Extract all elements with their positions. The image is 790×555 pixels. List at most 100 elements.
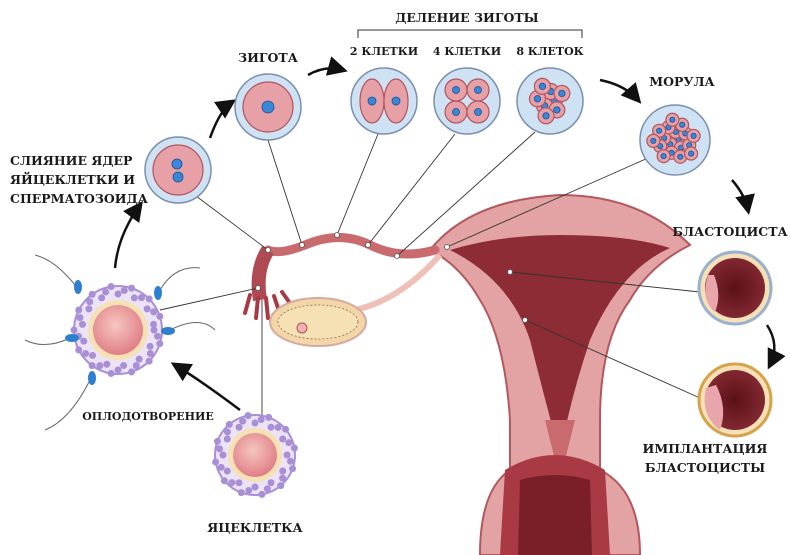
cell-blob xyxy=(128,368,136,376)
cell-blob xyxy=(146,350,154,358)
cell-blob xyxy=(150,320,158,328)
cell-blob xyxy=(146,342,154,350)
cell-blob xyxy=(679,121,686,128)
pointer-lines xyxy=(159,131,701,420)
label-implantation-2: БЛАСТОЦИСТЫ xyxy=(645,460,765,475)
ovary xyxy=(269,253,443,347)
cell-blob xyxy=(212,458,220,466)
cell-blob xyxy=(274,423,282,431)
cell-blob xyxy=(660,153,667,160)
cell-blob xyxy=(265,413,273,421)
fusion-cell xyxy=(144,136,212,204)
cell-blob xyxy=(120,362,128,370)
egg-cell xyxy=(212,412,298,498)
cell-blob xyxy=(143,305,151,313)
division-bracket xyxy=(357,29,583,38)
label-blastocyst: БЛАСТОЦИСТА xyxy=(672,224,788,239)
cell-blob xyxy=(217,463,225,471)
cell-blob xyxy=(237,489,245,497)
cell-blob xyxy=(107,369,115,377)
label-fusion-1: СЛИЯНИЕ ЯДЕР xyxy=(10,153,133,168)
cell-blob xyxy=(145,357,153,365)
cell-blob xyxy=(150,326,158,334)
label-fusion-3: СПЕРМАТОЗОИДА xyxy=(10,191,149,206)
cell-blob xyxy=(285,439,293,447)
cell-blob xyxy=(103,360,111,368)
cell-blob xyxy=(258,490,266,498)
label-zygote-division: ДЕЛЕНИЕ ЗИГОТЫ xyxy=(395,10,538,25)
implanting-blastocyst xyxy=(697,362,773,438)
cell-blob xyxy=(80,337,88,345)
cell-blob xyxy=(75,346,83,354)
fertilized-egg-with-sperm xyxy=(24,254,216,431)
cell-blob xyxy=(85,305,93,313)
cell-blob xyxy=(138,294,146,302)
cell-blob xyxy=(78,320,86,328)
cell-blob xyxy=(145,295,153,303)
cell-blob xyxy=(263,485,271,493)
cell-blob xyxy=(286,457,294,465)
cell-blob xyxy=(156,340,164,348)
blastocyst xyxy=(697,250,773,326)
cell-blob xyxy=(130,294,138,302)
cell-blob xyxy=(89,351,97,359)
label-fusion-2: ЯЙЦЕКЛЕТКИ И xyxy=(10,171,135,187)
cell-blob xyxy=(86,298,94,306)
cell-blob xyxy=(245,486,253,494)
zygote-cell xyxy=(234,73,302,141)
cell-blob xyxy=(225,420,233,428)
cell-blob xyxy=(538,82,547,90)
cell-blob xyxy=(690,132,697,139)
cell-blob xyxy=(656,127,663,134)
cell-blob xyxy=(283,451,291,459)
cell-blob xyxy=(128,284,136,292)
cell-blob xyxy=(279,467,287,475)
cell-blob xyxy=(135,355,143,363)
cell-blob xyxy=(76,314,84,322)
cell-blob xyxy=(239,417,247,425)
four-cell-stage xyxy=(433,67,501,135)
cell-blob xyxy=(102,288,110,296)
cell-blob xyxy=(244,412,252,420)
cell-blob xyxy=(132,362,140,370)
cell-blob xyxy=(251,419,259,427)
cell-blob xyxy=(542,112,550,120)
label-morula: МОРУЛА xyxy=(649,74,715,89)
label-zygote: ЗИГОТА xyxy=(238,50,299,65)
cell-blob xyxy=(235,479,243,487)
cell-blob xyxy=(290,444,298,452)
cell-blob xyxy=(669,116,676,123)
cell-blob xyxy=(553,106,561,114)
cell-blob xyxy=(114,290,122,298)
morula-cell xyxy=(639,104,711,176)
two-cell-stage xyxy=(350,67,418,135)
cell-blob xyxy=(267,423,275,431)
cell-blob xyxy=(223,435,231,443)
cell-blob xyxy=(688,150,695,157)
cell-blob xyxy=(289,465,297,473)
cell-blob xyxy=(120,286,128,294)
cell-blob xyxy=(282,425,290,433)
cell-blob xyxy=(257,416,265,424)
cell-blob xyxy=(223,428,231,436)
cell-blob xyxy=(558,89,566,98)
eight-cell-stage xyxy=(516,67,584,135)
cell-blob xyxy=(279,435,287,443)
uterus xyxy=(428,193,692,555)
cell-blob xyxy=(98,294,106,302)
cell-blob xyxy=(96,362,104,370)
cell-blob xyxy=(267,479,275,487)
fallopian-tube xyxy=(243,233,440,320)
label-implantation-1: ИМПЛАНТАЦИЯ xyxy=(643,441,768,456)
cell-blob xyxy=(220,477,228,485)
cell-blob xyxy=(277,482,285,490)
process-arrows xyxy=(113,56,786,412)
label-egg: ЯЦЕКЛЕТКА xyxy=(207,520,303,535)
cell-blob xyxy=(650,137,657,144)
label-fertilization: ОПЛОДОТВОРЕНИЕ xyxy=(82,410,214,423)
cell-blob xyxy=(228,479,236,487)
cell-blob xyxy=(82,350,90,358)
cell-blob xyxy=(533,95,542,103)
cell-blob xyxy=(251,483,259,491)
